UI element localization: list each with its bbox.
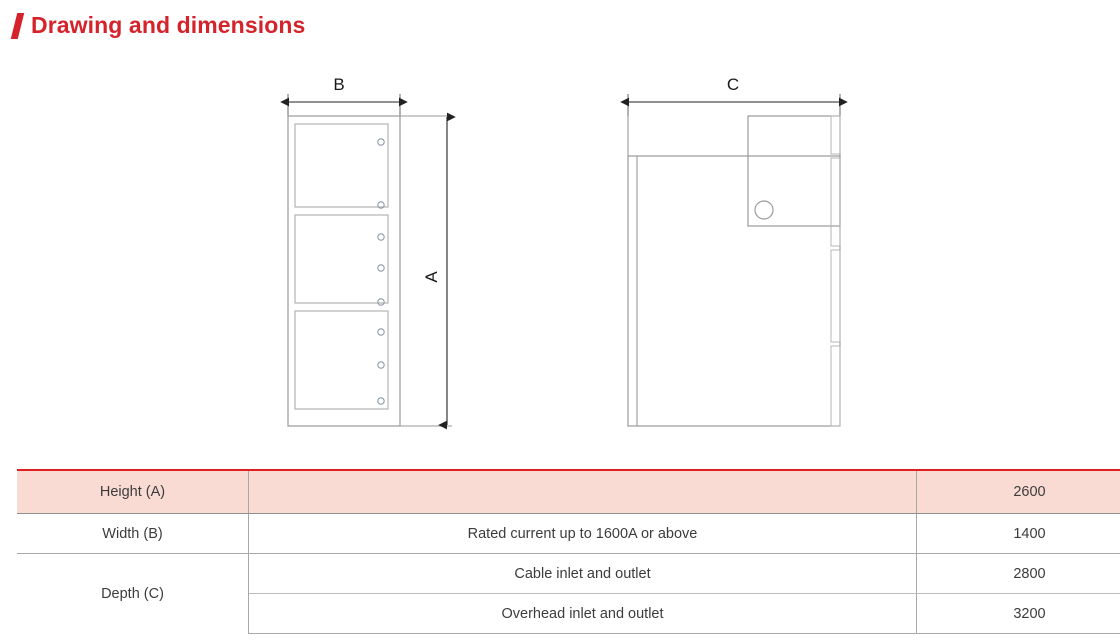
- technical-drawing-area: B A: [0, 70, 1120, 450]
- side-door-strip: [830, 115, 841, 155]
- table-row: Width (B) Rated current up to 1600A or a…: [17, 513, 1120, 554]
- table-cell-description: Rated current up to 1600A or above: [248, 513, 917, 554]
- table-cell-label: Height (A): [17, 469, 249, 514]
- hinge-icon: [377, 138, 385, 146]
- hinge-icon: [377, 328, 385, 336]
- table-cell-value: 2600: [916, 469, 1120, 514]
- front-door-panel: [294, 123, 389, 208]
- table-row: Depth (C) Cable inlet and outlet 2800: [17, 553, 1120, 634]
- side-door-strip: [830, 157, 841, 247]
- table-row: Height (A) 2600: [17, 469, 1120, 514]
- hinge-icon: [377, 201, 385, 209]
- side-view-group: C: [620, 75, 848, 427]
- side-cabinet-outline: [627, 155, 841, 427]
- front-door-panel: [294, 214, 389, 304]
- page-title: Drawing and dimensions: [10, 12, 306, 39]
- table-row: Overhead inlet and outlet 3200: [17, 593, 1120, 634]
- hinge-icon: [377, 361, 385, 369]
- table-cell-value: 1400: [916, 513, 1120, 554]
- side-door-strip: [830, 345, 841, 427]
- hinge-icon: [377, 233, 385, 241]
- hinge-icon: [377, 264, 385, 272]
- dimension-label-a: A: [422, 271, 441, 283]
- front-view-group: B A: [280, 75, 456, 430]
- side-top-block: [747, 115, 841, 227]
- table-cell-description: Cable inlet and outlet: [248, 553, 917, 594]
- title-accent-slash-icon: [10, 12, 25, 39]
- page-title-text: Drawing and dimensions: [31, 12, 306, 38]
- dimension-label-c: C: [727, 75, 739, 94]
- side-door-strip: [830, 249, 841, 343]
- table-cell-value: 3200: [916, 593, 1120, 634]
- front-door-panel: [294, 310, 389, 410]
- dimensions-table: Height (A) 2600 Width (B) Rated current …: [17, 469, 1120, 634]
- hinge-icon: [377, 397, 385, 405]
- table-cell-description: [248, 469, 917, 514]
- table-cell-label: Width (B): [17, 513, 249, 554]
- drawing-svg: B A: [280, 75, 848, 430]
- hinge-icon: [377, 298, 385, 306]
- table-cell-description: Overhead inlet and outlet: [248, 593, 917, 634]
- dimension-label-b: B: [333, 75, 344, 94]
- table-cell-label: Depth (C): [17, 553, 249, 634]
- handle-icon: [754, 200, 774, 220]
- table-cell-value: 2800: [916, 553, 1120, 594]
